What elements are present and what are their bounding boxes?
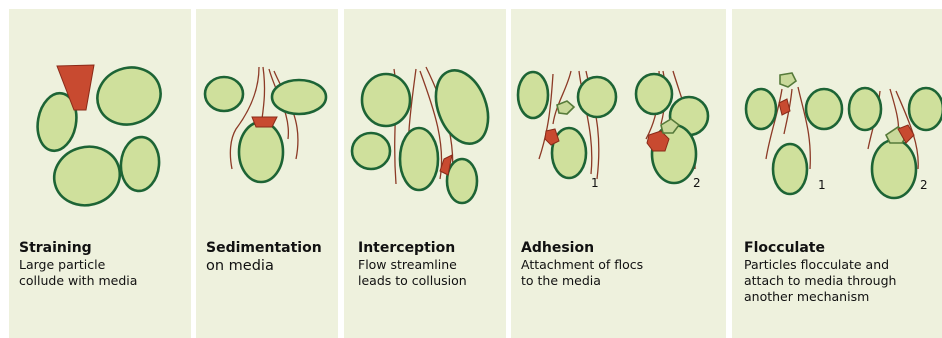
flow-streamline: [765, 88, 783, 160]
panel-title: Flocculate: [744, 240, 825, 256]
panel-description: Flow streamline leads to collusion: [358, 257, 467, 288]
flow-streamline: [797, 86, 811, 170]
label-2: 2: [693, 176, 701, 190]
media-grain: [270, 78, 328, 116]
panel-title: Interception: [358, 240, 456, 256]
media-grain: [398, 126, 440, 192]
floc: [660, 118, 681, 134]
flow-streamline: [261, 66, 266, 120]
label-1: 1: [818, 178, 826, 192]
media-grain: [237, 120, 285, 184]
panel-description: Large particle collude with media: [19, 257, 138, 288]
label-1: 1: [591, 176, 599, 190]
flow-streamline: [229, 66, 260, 170]
panel-flocculate: 1 2 Flocculate Particles flocculate and …: [732, 9, 942, 338]
panel-title: Adhesion: [521, 240, 595, 256]
panel-adhesion: 1 2 Adhesion Attachment of flocs to the …: [511, 9, 726, 338]
label-2: 2: [920, 178, 928, 192]
flow-streamline: [552, 70, 572, 125]
straining-illustration: [36, 64, 162, 207]
large-particle: [56, 64, 95, 111]
media-grain: [203, 75, 245, 113]
media-grain: [360, 72, 412, 128]
media-grain: [550, 126, 588, 180]
adhered-particle: [646, 130, 670, 152]
flow-streamline: [538, 73, 554, 160]
flocculated-particle: [778, 98, 791, 116]
flocculate-illustration: 1 2: [744, 72, 942, 200]
media-grain: [119, 135, 161, 193]
media-grain: [434, 69, 490, 145]
media-grain: [804, 87, 844, 131]
media-grain: [634, 72, 674, 116]
panel-description: Particles flocculate and attach to media…: [744, 257, 897, 304]
intercepted-particle: [439, 154, 453, 176]
flow-streamline: [783, 88, 793, 135]
interception-illustration: [350, 66, 490, 205]
media-grain: [350, 131, 392, 171]
media-grain: [744, 87, 778, 131]
flocculated-particle: [897, 124, 915, 144]
adhesion-illustration: 1 2: [516, 70, 710, 190]
media-grain: [907, 86, 942, 132]
media-grain: [870, 138, 918, 200]
media-grain: [445, 157, 479, 205]
media-grain: [96, 66, 162, 126]
panel-straining: Straining Large particle collude with me…: [9, 9, 191, 338]
media-grain: [36, 91, 78, 153]
media-grain: [52, 145, 122, 207]
panel-description: on media: [206, 258, 274, 274]
panel-title: Straining: [19, 240, 92, 256]
panel-sedimentation: Sedimentation on media: [196, 9, 338, 338]
settled-particle: [251, 116, 278, 128]
panel-title: Sedimentation: [206, 240, 322, 256]
adhered-particle: [544, 128, 560, 146]
panel-interception: Interception Flow streamline leads to co…: [344, 9, 506, 338]
floc: [556, 100, 576, 115]
media-grain: [516, 70, 550, 120]
sedimentation-illustration: [203, 66, 328, 184]
media-grain: [847, 86, 883, 132]
floc: [779, 72, 798, 88]
panel-description: Attachment of flocs to the media: [521, 257, 644, 288]
media-grain: [771, 142, 809, 196]
flow-streamline: [578, 70, 593, 175]
media-grain: [576, 75, 618, 119]
